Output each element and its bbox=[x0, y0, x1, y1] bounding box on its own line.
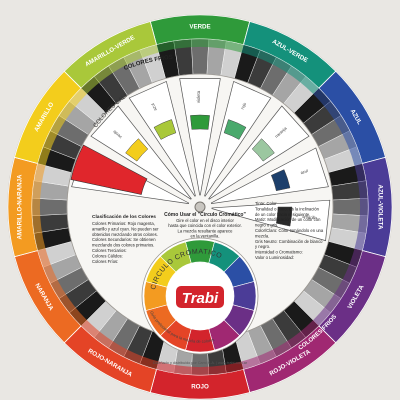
mix-window bbox=[179, 78, 221, 196]
panel-line: Tinte: Color bbox=[255, 201, 277, 206]
mix-window bbox=[210, 147, 329, 204]
tint-band bbox=[81, 44, 159, 94]
panel-line: Color/Claro: Color tomándolo en una bbox=[255, 228, 324, 233]
tint-band bbox=[354, 163, 368, 251]
tint-band bbox=[313, 88, 363, 166]
window-label: azul bbox=[150, 103, 158, 112]
window-label: amarillo bbox=[302, 214, 318, 221]
mixing-windows: amarilloverdeazulvioletarojonaranjaazula… bbox=[70, 78, 331, 242]
panel-line: Colores Primarios: Rojo magenta, bbox=[92, 221, 155, 226]
tint-band bbox=[241, 320, 319, 370]
brand-logo-text: Trabi bbox=[182, 290, 219, 307]
tint-band bbox=[37, 248, 87, 326]
mix-window bbox=[211, 199, 331, 242]
panel-line: Colores Terciarios: bbox=[92, 248, 127, 253]
mix-swatch bbox=[223, 119, 247, 140]
tint-band bbox=[241, 44, 319, 94]
mix-swatch bbox=[153, 119, 177, 140]
hue-label: ROJO bbox=[191, 384, 209, 391]
panel-classification: Clasificación de los Colores Colores Pri… bbox=[92, 214, 159, 264]
classification-heading: Clasificación de los Colores bbox=[92, 214, 156, 220]
panel-line: La mezcla resultante aparece bbox=[178, 228, 234, 233]
hue-label: AZUL-VIOLETA bbox=[376, 185, 383, 230]
panel-line: Matiz: Modificación de un color con bbox=[255, 217, 321, 222]
panel-line: Intensidad o Cromatismo: bbox=[255, 250, 303, 255]
how-to-heading: Cómo Usar el "Círculo Cromático" bbox=[164, 212, 246, 218]
panel-line: de un color hacia el siguiente. bbox=[255, 212, 310, 217]
panel-line: Gris Neutro: Combinación de blanco bbox=[255, 239, 323, 244]
red-wedge bbox=[70, 144, 148, 195]
footer-credit: Diseñado y distribuido por Cami S.A. | w… bbox=[153, 361, 248, 365]
mix-swatch bbox=[275, 206, 293, 227]
center-dial: CIRCULO CROMATICO Guía profesional para … bbox=[141, 237, 259, 355]
dial-hue-segment bbox=[159, 241, 192, 273]
tint-band bbox=[156, 39, 244, 53]
mix-swatch bbox=[251, 138, 275, 162]
panel-line: mezclando dos colores primarios. bbox=[92, 243, 154, 248]
panel-line: Valor o Luminosidad: bbox=[255, 255, 294, 260]
pivot-rivet bbox=[194, 201, 206, 213]
panel-line: Tonalidad o Tono: Es la inclinación bbox=[255, 206, 320, 211]
panel-how-to-use: Cómo Usar el "Círculo Cromático" Gire el… bbox=[164, 212, 246, 239]
window-label: rojo bbox=[240, 101, 248, 110]
tint-band bbox=[81, 320, 159, 370]
mix-swatch bbox=[125, 138, 149, 162]
panel-line: hasta que coincida con el color exterior… bbox=[168, 223, 242, 228]
tint-band bbox=[156, 361, 244, 375]
panel-line: Colores Secundarios: Se obtienen bbox=[92, 237, 156, 242]
hue-label: AMARILLO-NARANJA bbox=[17, 174, 24, 239]
panel-line: negro o gris. bbox=[255, 223, 278, 228]
mix-swatch bbox=[270, 169, 291, 192]
panel-line: Gire el color en el disco interior bbox=[176, 218, 234, 223]
panel-line: amarillo y azul cyan. No pueden ser bbox=[92, 226, 159, 231]
tint-band bbox=[31, 163, 46, 251]
window-label: verde bbox=[111, 129, 123, 140]
tint-band bbox=[313, 248, 363, 326]
tint-band bbox=[37, 88, 87, 166]
panel-line: y negro. bbox=[255, 244, 270, 249]
panel-line: Colores Fríos: bbox=[92, 259, 118, 264]
panel-line: mezcla. bbox=[255, 233, 269, 238]
hue-label: VERDE bbox=[189, 24, 210, 31]
window-label: azul bbox=[300, 168, 309, 175]
mix-swatch bbox=[190, 114, 210, 130]
panel-line: en la ventanilla. bbox=[190, 234, 219, 239]
panel-line: obtenidos mezclando otros colores. bbox=[92, 232, 158, 237]
panel-line: Colores Cálidos: bbox=[92, 253, 123, 258]
window-label: violeta bbox=[196, 90, 201, 103]
brand-logo bbox=[176, 286, 224, 308]
